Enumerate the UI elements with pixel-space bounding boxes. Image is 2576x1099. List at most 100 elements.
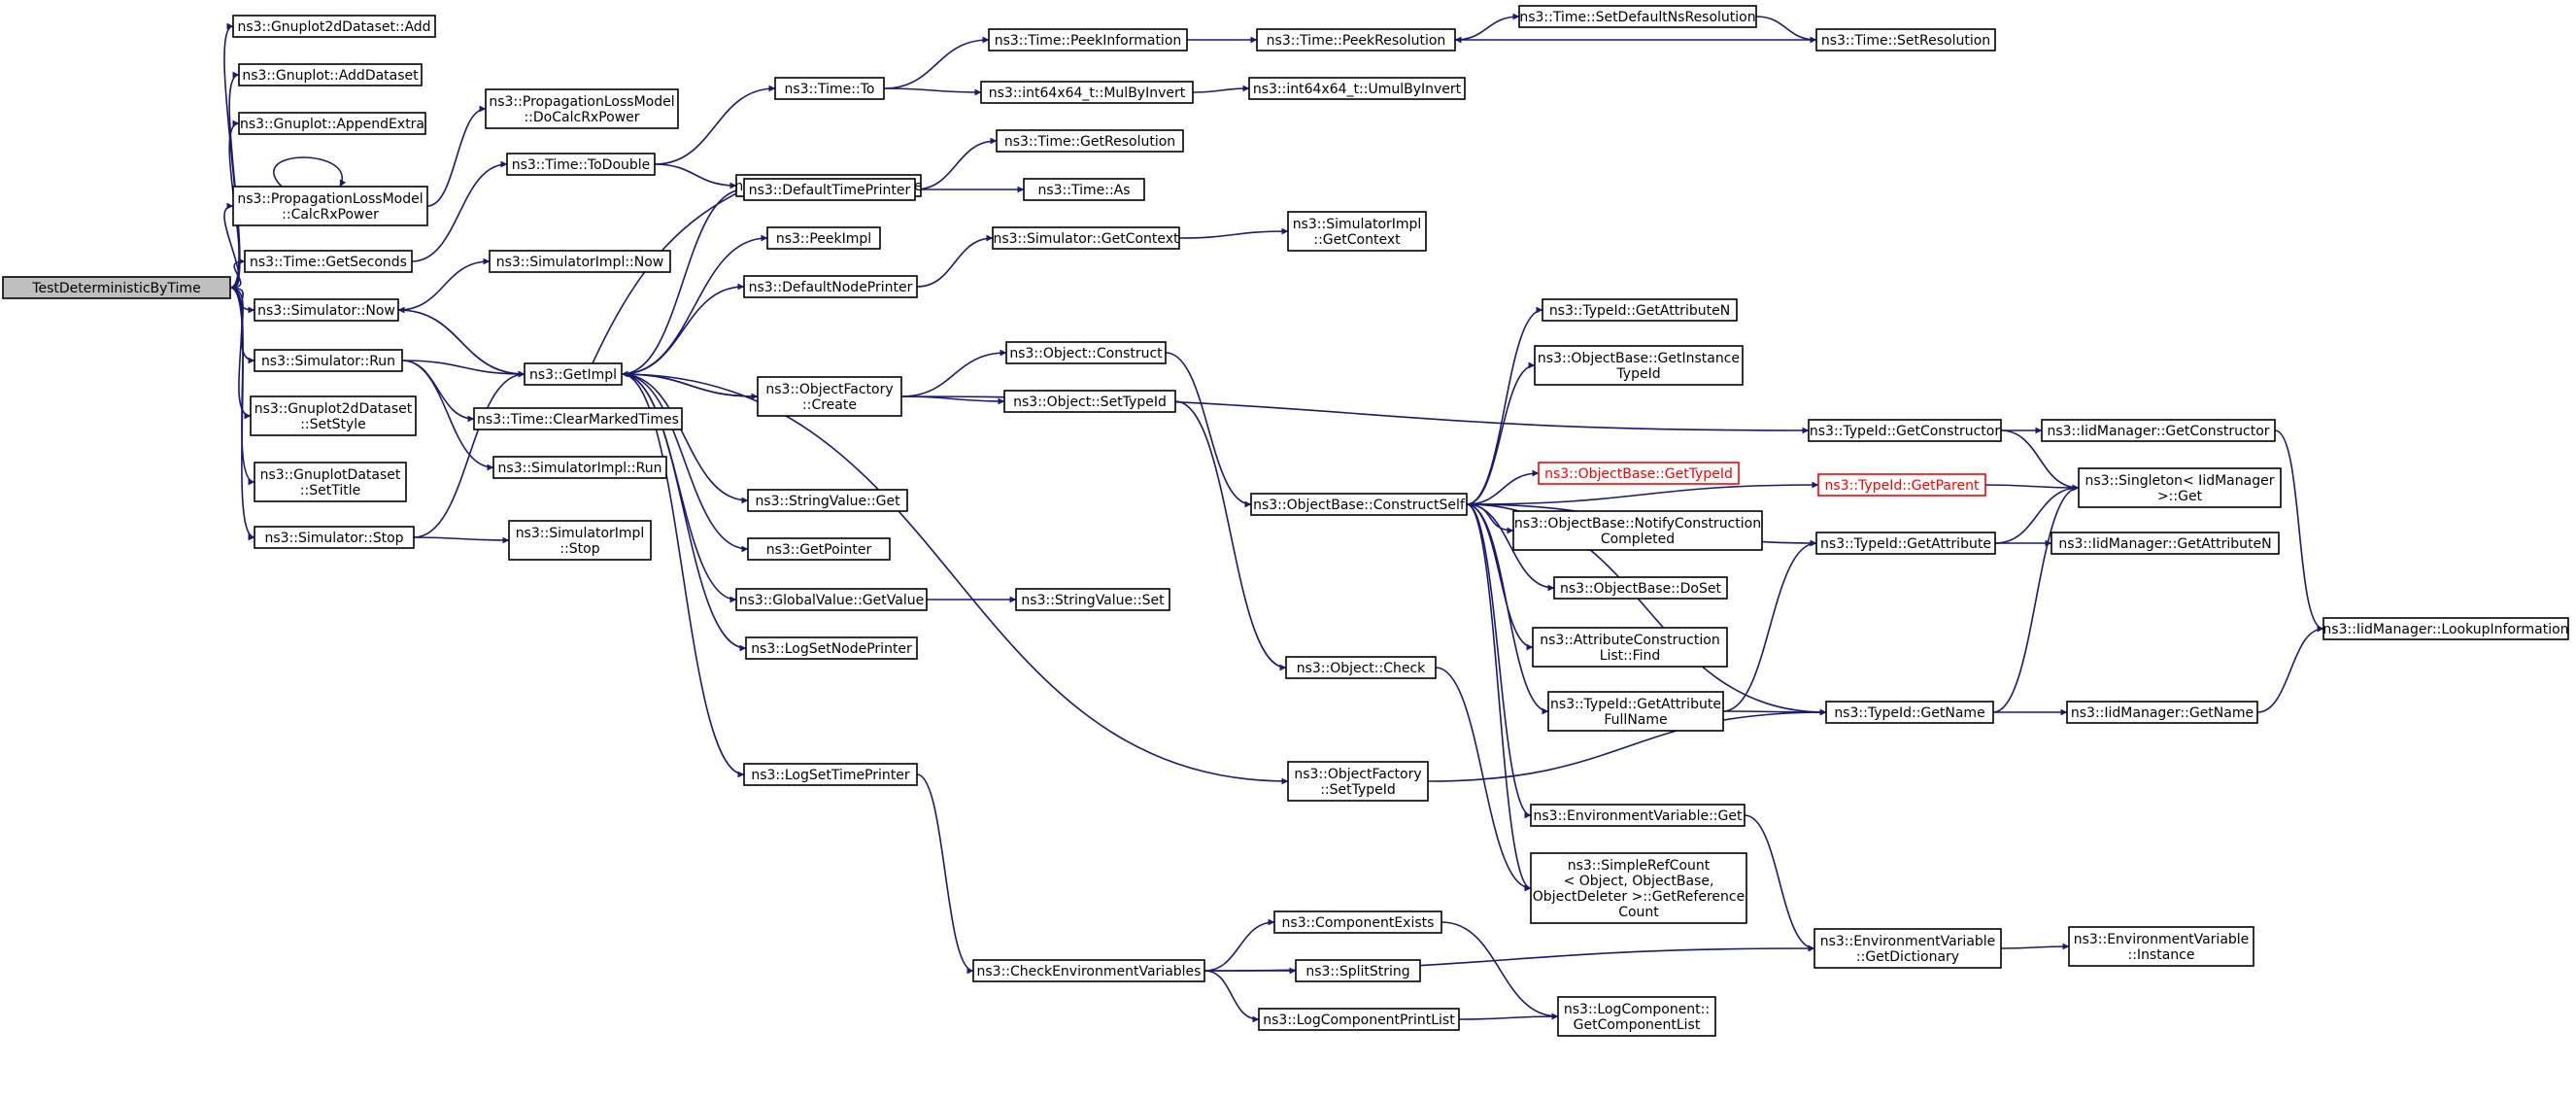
node-box: [996, 129, 1184, 153]
node-simnow[interactable]: ns3::Simulator::Now: [254, 298, 399, 322]
node-peekinfo[interactable]: ns3::Time::PeekInformation: [988, 28, 1188, 52]
node-implnow[interactable]: ns3::SimulatorImpl::Now: [489, 250, 671, 273]
node-g2add[interactable]: ns3::Gnuplot2dDataset::Add: [232, 15, 436, 38]
node-envgetdict[interactable]: ns3::EnvironmentVariable::GetDictionary: [1813, 928, 2002, 969]
node-calcrx[interactable]: ns3::PropagationLossModel::CalcRxPower: [232, 186, 428, 226]
node-notifycc[interactable]: ns3::ObjectBase::NotifyConstructionCompl…: [1512, 510, 1763, 551]
call-edge-root-to-simstop: [229, 287, 255, 541]
node-setres[interactable]: ns3::Time::SetResolution: [1815, 28, 1996, 52]
node-implrun[interactable]: ns3::SimulatorImpl::Run: [492, 456, 667, 479]
call-edge-getattrfull-to-tidgetattr: [1722, 539, 1817, 712]
node-mulbyinv[interactable]: ns3::int64x64_t::MulByInvert: [980, 81, 1194, 104]
node-getattrn[interactable]: ns3::TypeId::GetAttributeN: [1542, 298, 1738, 322]
node-umulbyinv[interactable]: ns3::int64x64_t::UmulByInvert: [1248, 77, 1466, 100]
node-timeto[interactable]: ns3::Time::To: [774, 77, 885, 100]
call-edge-objconstruct-to-constructself: [1165, 352, 1252, 508]
node-box: [254, 526, 415, 549]
node-iidlookup[interactable]: ns3::IidManager::LookupInformation: [2322, 617, 2569, 640]
node-logcompprint[interactable]: ns3::LogComponentPrintList: [1258, 1008, 1460, 1031]
node-tidgetname[interactable]: ns3::TypeId::GetName: [1825, 701, 1994, 724]
call-edge-objcheck-to-srcgetref: [1435, 667, 1532, 892]
node-settitle[interactable]: ns3::GnuplotDataset::SetTitle: [254, 462, 407, 502]
node-simrun[interactable]: ns3::Simulator::Run: [254, 349, 403, 372]
node-doset[interactable]: ns3::ObjectBase::DoSet: [1553, 576, 1728, 600]
node-label: ns3::LogSetTimePrinter: [751, 768, 910, 783]
node-label: ns3::ObjectBase::ConstructSelf: [1253, 498, 1466, 513]
node-svget[interactable]: ns3::StringValue::Get: [747, 489, 908, 512]
node-iidgetname[interactable]: ns3::IidManager::GetName: [2066, 701, 2258, 724]
node-label: ns3::ComponentExists: [1282, 915, 1435, 931]
node-implstop[interactable]: ns3::SimulatorImpl::Stop: [508, 520, 652, 561]
node-checkenv[interactable]: ns3::CheckEnvironmentVariables: [972, 959, 1205, 982]
node-box: [1542, 298, 1738, 322]
node-singletonget[interactable]: ns3::Singleton< IidManager >::Get: [2078, 467, 2282, 508]
node-getres[interactable]: ns3::Time::GetResolution: [996, 129, 1184, 153]
node-splitstring[interactable]: ns3::SplitString: [1295, 959, 1421, 982]
node-label: ns3::Gnuplot::AppendExtra: [240, 117, 424, 132]
node-box: [2051, 532, 2280, 555]
node-implgetctx[interactable]: ns3::SimulatorImpl::GetContext: [1287, 211, 1427, 252]
node-label: ns3::Object::Check: [1297, 661, 1426, 676]
node-envget[interactable]: ns3::EnvironmentVariable::Get: [1530, 804, 1746, 827]
node-getseconds[interactable]: ns3::Time::GetSeconds: [244, 250, 413, 273]
node-peekres[interactable]: ns3::Time::PeekResolution: [1256, 28, 1456, 52]
node-objconstruct[interactable]: ns3::Object::Construct: [1005, 341, 1167, 364]
node-label: ns3::ObjectBase::GetTypeId: [1544, 466, 1733, 482]
node-label: TypeId: [1615, 366, 1660, 382]
node-iidgetattrn[interactable]: ns3::IidManager::GetAttributeN: [2051, 532, 2280, 555]
node-tidgetparent[interactable]: ns3::TypeId::GetParent: [1817, 473, 1986, 497]
node-box: [774, 77, 885, 100]
call-edge-calcrx-to-docalc: [426, 105, 487, 207]
node-defnodeprinter[interactable]: ns3::DefaultNodePrinter: [743, 275, 918, 298]
node-label: ns3::EnvironmentVariable::Get: [1534, 808, 1743, 824]
call-edge-simrun-to-implrun: [401, 360, 494, 471]
node-tidgetattr[interactable]: ns3::TypeId::GetAttribute: [1815, 532, 1996, 555]
node-simgetctx[interactable]: ns3::Simulator::GetContext: [992, 226, 1180, 250]
node-label: ns3::TypeId::GetName: [1834, 705, 1984, 721]
node-obgettypeid[interactable]: ns3::ObjectBase::GetTypeId: [1538, 462, 1740, 485]
node-objcheck[interactable]: ns3::Object::Check: [1285, 656, 1437, 679]
node-iidgetctor[interactable]: ns3::IidManager::GetConstructor: [2041, 419, 2276, 442]
node-label: ns3::Object::SetTypeId: [1013, 395, 1167, 410]
node-box: [1815, 532, 1996, 555]
node-todouble[interactable]: ns3::Time::ToDouble: [506, 153, 656, 176]
node-label: ns3::Time::SetResolution: [1821, 33, 1990, 49]
node-constructself[interactable]: ns3::ObjectBase::ConstructSelf: [1250, 493, 1468, 516]
node-logsetnode[interactable]: ns3::LogSetNodePrinter: [745, 636, 918, 660]
node-getpointer[interactable]: ns3::GetPointer: [747, 537, 891, 561]
node-gadddataset[interactable]: ns3::Gnuplot::AddDataset: [238, 63, 423, 86]
call-edge-timeto-to-peekinfo: [883, 36, 990, 89]
node-root[interactable]: TestDeterministicByTime: [2, 276, 231, 299]
node-box: [1005, 341, 1167, 364]
node-envinstance[interactable]: ns3::EnvironmentVariable::Instance: [2068, 926, 2254, 967]
node-gappend[interactable]: ns3::Gnuplot::AppendExtra: [238, 112, 426, 135]
call-edge-root-to-getseconds: [229, 258, 246, 289]
node-logsettime[interactable]: ns3::LogSetTimePrinter: [743, 763, 918, 786]
node-clearmarked[interactable]: ns3::Time::ClearMarkedTimes: [473, 407, 683, 430]
node-ofsettypeid[interactable]: ns3::ObjectFactory::SetTypeId: [1287, 761, 1429, 802]
node-srcgetref[interactable]: ns3::SimpleRefCount< Object, ObjectBase,…: [1530, 852, 1747, 924]
node-getcomplist[interactable]: ns3::LogComponent::GetComponentList: [1557, 996, 1716, 1037]
node-label: ns3::Gnuplot::AddDataset: [242, 68, 419, 84]
node-getimpl[interactable]: ns3::GetImpl: [524, 362, 623, 386]
node-tidgetctor[interactable]: ns3::TypeId::GetConstructor: [1808, 419, 2002, 442]
node-ofcreate[interactable]: ns3::ObjectFactory::Create: [757, 376, 902, 417]
node-timeas[interactable]: ns3::Time::As: [1023, 178, 1145, 201]
node-setdefns[interactable]: ns3::Time::SetDefaultNsResolution: [1518, 5, 1757, 28]
node-box: [1512, 510, 1763, 551]
node-objsettypeid[interactable]: ns3::Object::SetTypeId: [1003, 390, 1176, 413]
call-edge-tidgetattr-to-singletonget: [1994, 484, 2080, 544]
node-label: ns3::IidManager::LookupInformation: [2322, 622, 2568, 637]
node-compexists[interactable]: ns3::ComponentExists: [1273, 910, 1442, 934]
node-label: ns3::Time::GetResolution: [1004, 134, 1175, 150]
node-docalc[interactable]: ns3::PropagationLossModel::DoCalcRxPower: [485, 88, 679, 129]
node-setstyle[interactable]: ns3::Gnuplot2dDataset::SetStyle: [250, 395, 417, 436]
node-svset[interactable]: ns3::StringValue::Set: [1015, 588, 1170, 611]
node-gvgetvalue[interactable]: ns3::GlobalValue::GetValue: [735, 588, 928, 611]
node-peekimpl[interactable]: ns3::PeekImpl: [766, 226, 881, 250]
node-deftimeprinter[interactable]: ns3::DefaultTimePrinter: [743, 178, 916, 201]
node-simstop[interactable]: ns3::Simulator::Stop: [254, 526, 415, 549]
